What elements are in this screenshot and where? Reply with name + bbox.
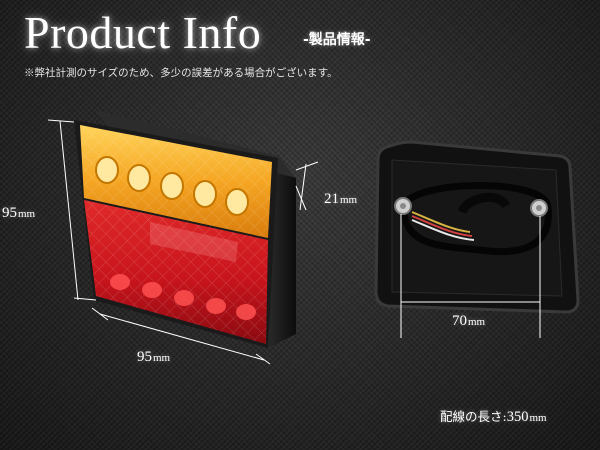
tail-lamp-back <box>374 140 580 314</box>
red-led-row <box>110 274 256 320</box>
page-subtitle: -製品情報- <box>303 32 371 48</box>
mount-spacing-dimension-label: 70mm <box>452 313 486 329</box>
front-dimension-lines <box>47 119 319 365</box>
tail-lamp-front <box>74 110 296 348</box>
depth-dimension-label: 21mm <box>324 191 358 207</box>
reflector-strip <box>150 222 238 262</box>
cable-loop <box>400 182 552 256</box>
back-dimension-lines <box>400 214 541 338</box>
lamp-housing-side <box>268 156 296 348</box>
measurement-note: ※弊社計測のサイズのため、多少の誤差がある場合がございます。 <box>24 67 338 79</box>
amber-led-row <box>95 156 249 216</box>
page-title: Product Info <box>24 7 262 58</box>
width-dimension-label: 95mm <box>137 349 171 365</box>
cable-length-label: 配線の長さ:350mm <box>440 409 547 425</box>
height-dimension-label: 95mm <box>2 205 36 221</box>
